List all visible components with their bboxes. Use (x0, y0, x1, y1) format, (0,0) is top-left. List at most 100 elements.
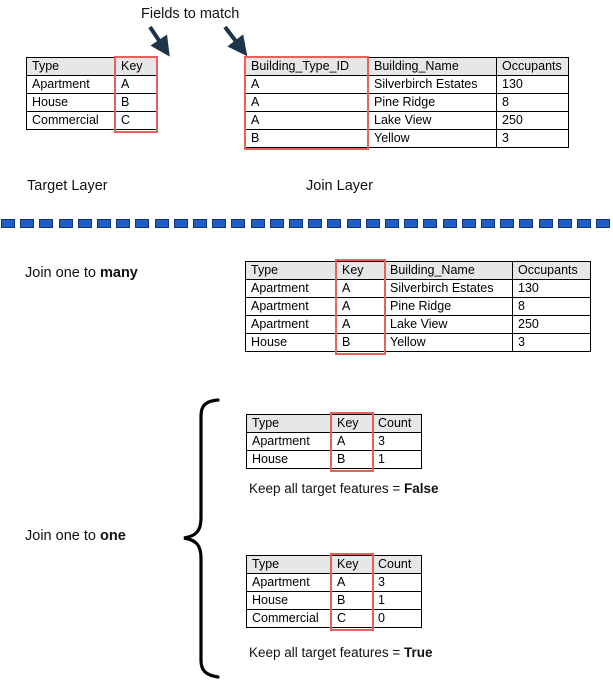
cell-building-name: Yellow (368, 129, 497, 148)
column-header-building-name: Building_Name (384, 261, 513, 280)
cell-type: House (246, 450, 332, 469)
divider-dash (385, 219, 399, 228)
join-one-to-many-label-emphasis: many (99, 265, 138, 281)
join-one-to-many-result-table-wrapper: Type Key Building_Name Occupants Apartme… (245, 261, 591, 352)
cell-key: B (115, 93, 157, 112)
column-header-count: Count (372, 414, 422, 433)
divider-dash (212, 219, 227, 228)
divider-dash (327, 219, 342, 228)
table-row: B Yellow 3 (245, 129, 569, 148)
column-header-building-type-id: Building_Type_ID (245, 57, 369, 76)
divider-dash (519, 219, 534, 228)
join-one-to-one-keep-true-table-wrapper: Type Key Count Apartment A 3 House B 1 C… (246, 555, 422, 628)
curly-brace-one-to-one-icon (183, 398, 220, 679)
divider-dash (557, 219, 572, 228)
cell-type: Apartment (246, 573, 332, 592)
column-header-occupants: Occupants (512, 261, 591, 280)
column-header-type: Type (26, 57, 116, 76)
cell-type: Apartment (245, 315, 337, 334)
join-layer-table: Building_Type_ID Building_Name Occupants… (245, 57, 569, 148)
column-header-type: Type (245, 261, 337, 280)
cell-type: House (245, 333, 337, 352)
cell-key: C (331, 609, 373, 628)
divider-dash (596, 219, 611, 228)
column-header-occupants: Occupants (496, 57, 569, 76)
cell-count: 3 (372, 432, 422, 451)
divider-dash (461, 219, 476, 228)
column-header-type: Type (246, 414, 332, 433)
table-row: A Pine Ridge 8 (245, 93, 569, 112)
cell-key: A (336, 315, 385, 334)
divider-dash (442, 219, 457, 228)
divider-dash (404, 219, 419, 228)
table-row: Commercial C 0 (246, 609, 422, 628)
table-row: Apartment A Lake View 250 (245, 315, 591, 334)
cell-key: A (331, 573, 373, 592)
cell-building-name: Yellow (384, 333, 513, 352)
keep-true-value: True (403, 645, 433, 660)
arrow-to-target-key-icon (148, 25, 170, 57)
cell-type: House (246, 591, 332, 610)
divider-dash (269, 219, 284, 228)
cell-key: A (336, 297, 385, 316)
column-header-key: Key (336, 261, 385, 280)
cell-key: B (331, 591, 373, 610)
table-header-row: Type Key Count (246, 555, 422, 574)
cell-type: Commercial (26, 111, 116, 130)
divider-dash (116, 219, 131, 228)
target-layer-label: Target Layer (27, 178, 108, 194)
table-row: Apartment A (26, 75, 157, 94)
cell-key: A (115, 75, 157, 94)
divider-dash (250, 219, 265, 228)
cell-type: Apartment (245, 297, 337, 316)
arrow-to-join-key-icon (223, 25, 248, 57)
cell-type: House (26, 93, 116, 112)
cell-occupants: 250 (496, 111, 569, 130)
cell-count: 1 (372, 591, 422, 610)
divider-dash (154, 219, 169, 228)
cell-building-type-id: A (245, 75, 369, 94)
table-row: House B 1 (246, 591, 422, 610)
keep-all-target-features-true-label: Keep all target features = True (249, 645, 433, 661)
join-one-to-one-keep-false-table: Type Key Count Apartment A 3 House B 1 (246, 414, 422, 469)
divider-dash (20, 219, 35, 228)
table-header-row: Type Key (26, 57, 157, 76)
divider-dash (39, 219, 54, 228)
divider-dash (97, 219, 111, 228)
column-header-key: Key (331, 414, 373, 433)
cell-building-name: Silverbirch Estates (368, 75, 497, 94)
divider-dash (1, 219, 15, 228)
cell-occupants: 3 (512, 333, 591, 352)
cell-count: 3 (372, 573, 422, 592)
divider-dash (135, 219, 150, 228)
cell-building-type-id: A (245, 111, 369, 130)
target-layer-table-wrapper: Type Key Apartment A House B Commercial … (26, 57, 157, 130)
cell-occupants: 130 (496, 75, 569, 94)
cell-occupants: 3 (496, 129, 569, 148)
keep-all-target-features-false-label: Keep all target features = False (249, 481, 439, 497)
cell-building-type-id: A (245, 93, 369, 112)
divider-dash (500, 219, 515, 228)
cell-occupants: 130 (512, 279, 591, 298)
divider-dash (77, 219, 92, 228)
section-divider (0, 219, 613, 230)
join-layer-table-wrapper: Building_Type_ID Building_Name Occupants… (245, 57, 569, 148)
join-one-to-many-label: Join one to many (25, 265, 138, 282)
divider-dash (346, 219, 361, 228)
cell-building-name: Lake View (368, 111, 497, 130)
table-header-row: Type Key Building_Name Occupants (245, 261, 591, 280)
table-row: Apartment A Silverbirch Estates 130 (245, 279, 591, 298)
cell-type: Apartment (246, 432, 332, 451)
divider-dash (308, 219, 323, 228)
divider-dash (538, 219, 553, 228)
cell-key: B (331, 450, 373, 469)
column-header-type: Type (246, 555, 332, 574)
cell-key: A (336, 279, 385, 298)
cell-building-type-id: B (245, 129, 369, 148)
divider-dash (193, 219, 207, 228)
cell-occupants: 8 (496, 93, 569, 112)
fields-to-match-label: Fields to match (141, 6, 240, 22)
cell-key: A (331, 432, 373, 451)
cell-count: 1 (372, 450, 422, 469)
column-header-building-name: Building_Name (368, 57, 497, 76)
